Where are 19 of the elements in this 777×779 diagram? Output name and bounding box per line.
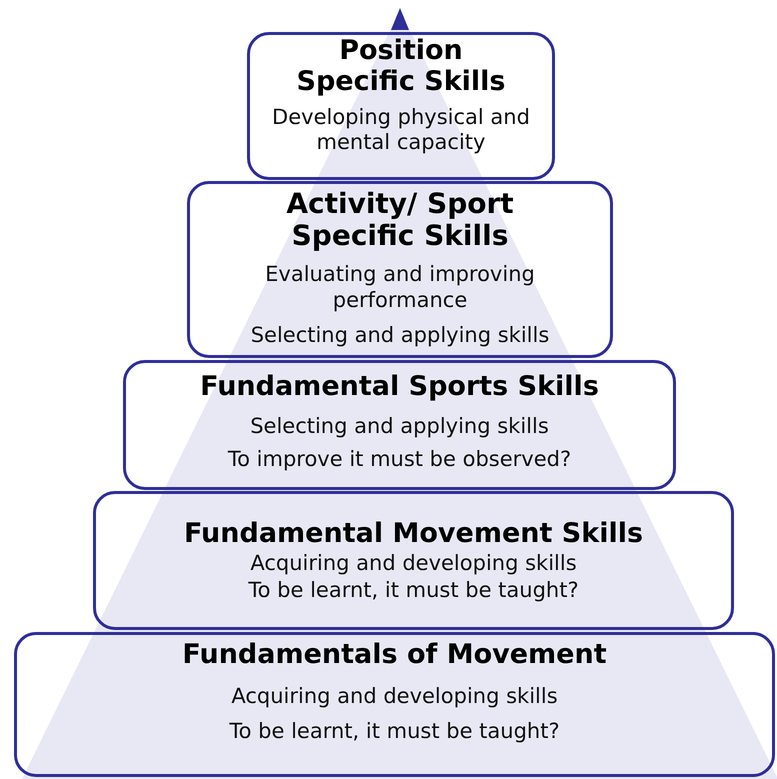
tier-description: Evaluating and improving performance [264,262,536,313]
tier-description: Selecting and applying skills [250,414,549,440]
pyramid-tier-box [14,632,775,777]
tier-heading: Activity/ Sport Specific Skills [285,188,515,252]
tier-description: To be learnt, it must be taught? [229,719,560,744]
pyramid-tier-box [187,181,613,358]
tier-heading: Position Specific Skills [296,35,506,98]
pyramid-tier-box [247,32,555,180]
tier-heading: Fundamental Movement Skills [184,518,644,550]
tier-description: To improve it must be observed? [228,447,572,472]
tier-description: Acquiring and developing skills [231,684,558,710]
tier-description: Selecting and applying skills [250,322,550,348]
pyramid-tier-box [93,491,734,630]
tier-description: Acquiring and developing skills [250,551,577,576]
tier-description: To be learnt, it must be taught? [248,578,579,604]
tier-heading: Fundamentals of Movement [182,639,607,670]
pyramid-tier-box [123,360,676,490]
tier-description: Developing physical and mental capacity [271,105,531,156]
tier-heading: Fundamental Sports Skills [200,371,599,402]
